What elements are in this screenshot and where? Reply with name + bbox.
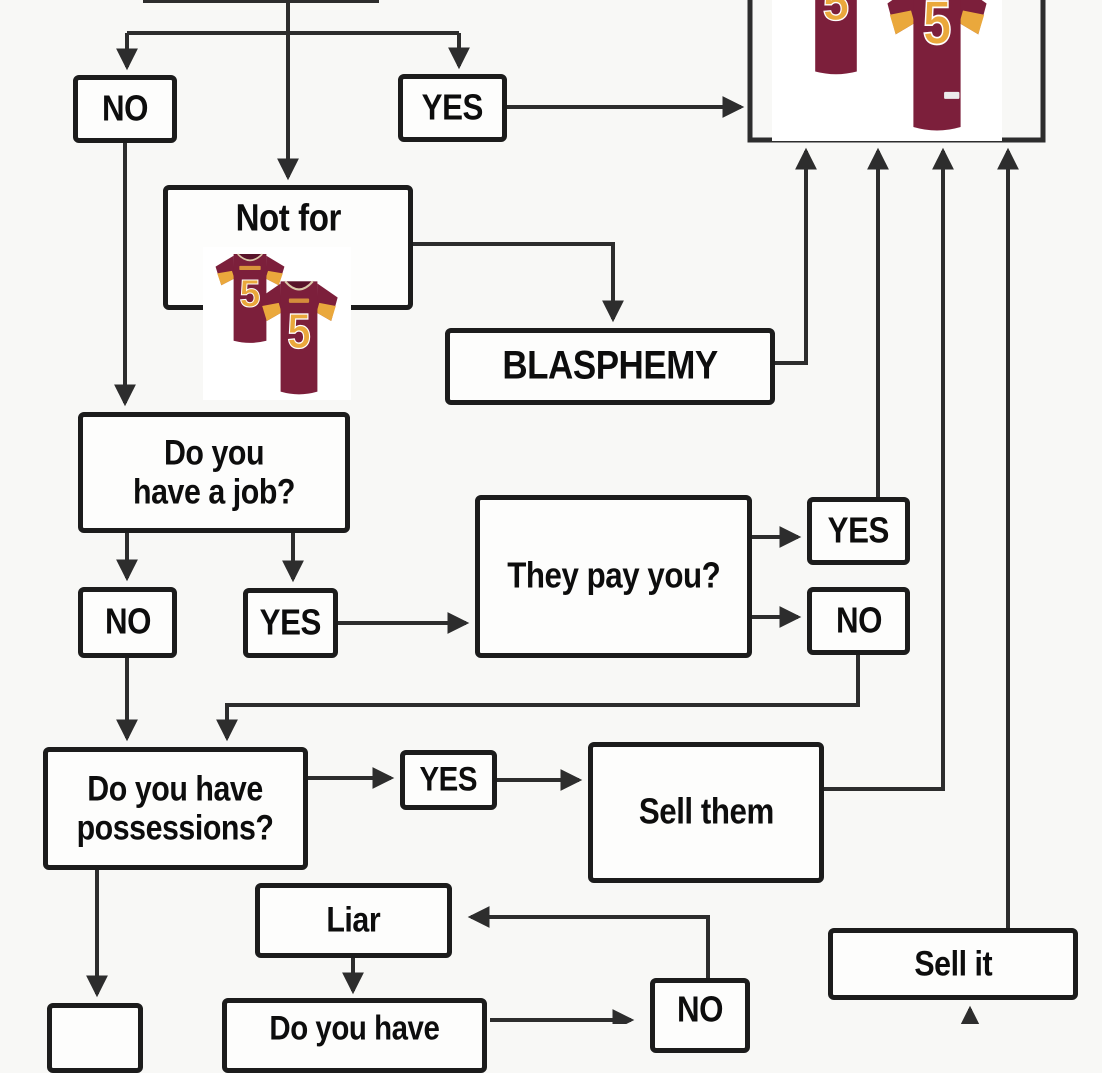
- node-possessions: Do you have possessions?: [43, 747, 308, 870]
- node-label: Do you have: [269, 1008, 440, 1048]
- node-no-bottom: NO: [650, 978, 750, 1053]
- node-label: Liar: [326, 899, 381, 940]
- jersey-number: 5: [287, 303, 311, 359]
- top-source-box: [143, 0, 379, 3]
- node-label: NO: [102, 88, 148, 130]
- node-label: They pay you?: [506, 556, 721, 597]
- node-they-pay: They pay you?: [475, 495, 752, 658]
- node-blasphemy: BLASPHEMY: [445, 328, 775, 405]
- node-label: BLASPHEMY: [502, 343, 718, 389]
- node-label: YES: [421, 87, 484, 129]
- jersey-pair-icon: 5 5: [772, 0, 1002, 141]
- node-pay-yes: YES: [807, 497, 910, 565]
- connector-lines: [86, 0, 1046, 1024]
- jersey-number: 5: [240, 272, 261, 316]
- node-label: Sell it: [914, 943, 992, 983]
- flowchart-meme: { "diagram": { "background": "#f8f8f6", …: [43, 0, 1078, 1073]
- node-label: YES: [827, 510, 890, 552]
- node-no-top: NO: [73, 75, 177, 143]
- node-sell-it: Sell it: [828, 928, 1078, 1000]
- node-label: NO: [104, 602, 151, 643]
- node-job-yes: YES: [243, 588, 338, 658]
- node-do-you-have: Do you have: [222, 998, 487, 1073]
- jersey-number: 5: [823, 0, 850, 31]
- jersey-pair-icon: 5 5: [203, 247, 351, 400]
- node-pay-no: NO: [807, 587, 910, 655]
- node-label: Do you have a job?: [133, 432, 295, 511]
- node-have-job: Do you have a job?: [78, 412, 350, 533]
- node-label: Sell them: [638, 792, 774, 833]
- node-label: NO: [677, 989, 723, 1031]
- jersey-icon: 5: [260, 280, 338, 395]
- node-yes-top: YES: [398, 74, 507, 142]
- node-label: Do you have possessions?: [77, 768, 274, 847]
- node-label: NO: [835, 600, 882, 642]
- jersey-logo-patch: [944, 91, 960, 99]
- jersey-number: 5: [923, 0, 952, 58]
- node-liar: Liar: [255, 883, 452, 958]
- jersey-icon: 5: [215, 253, 285, 343]
- node-label: Not for: [235, 195, 341, 240]
- node-bottom-left-cutoff: [47, 1003, 143, 1073]
- node-poss-yes: YES: [400, 750, 497, 810]
- node-label: YES: [259, 602, 322, 644]
- jersey-icon: 5: [887, 0, 987, 131]
- jersey-icon: 5: [815, 0, 857, 75]
- node-job-no: NO: [78, 587, 177, 658]
- node-sell-them: Sell them: [588, 742, 824, 883]
- node-label: YES: [419, 759, 478, 799]
